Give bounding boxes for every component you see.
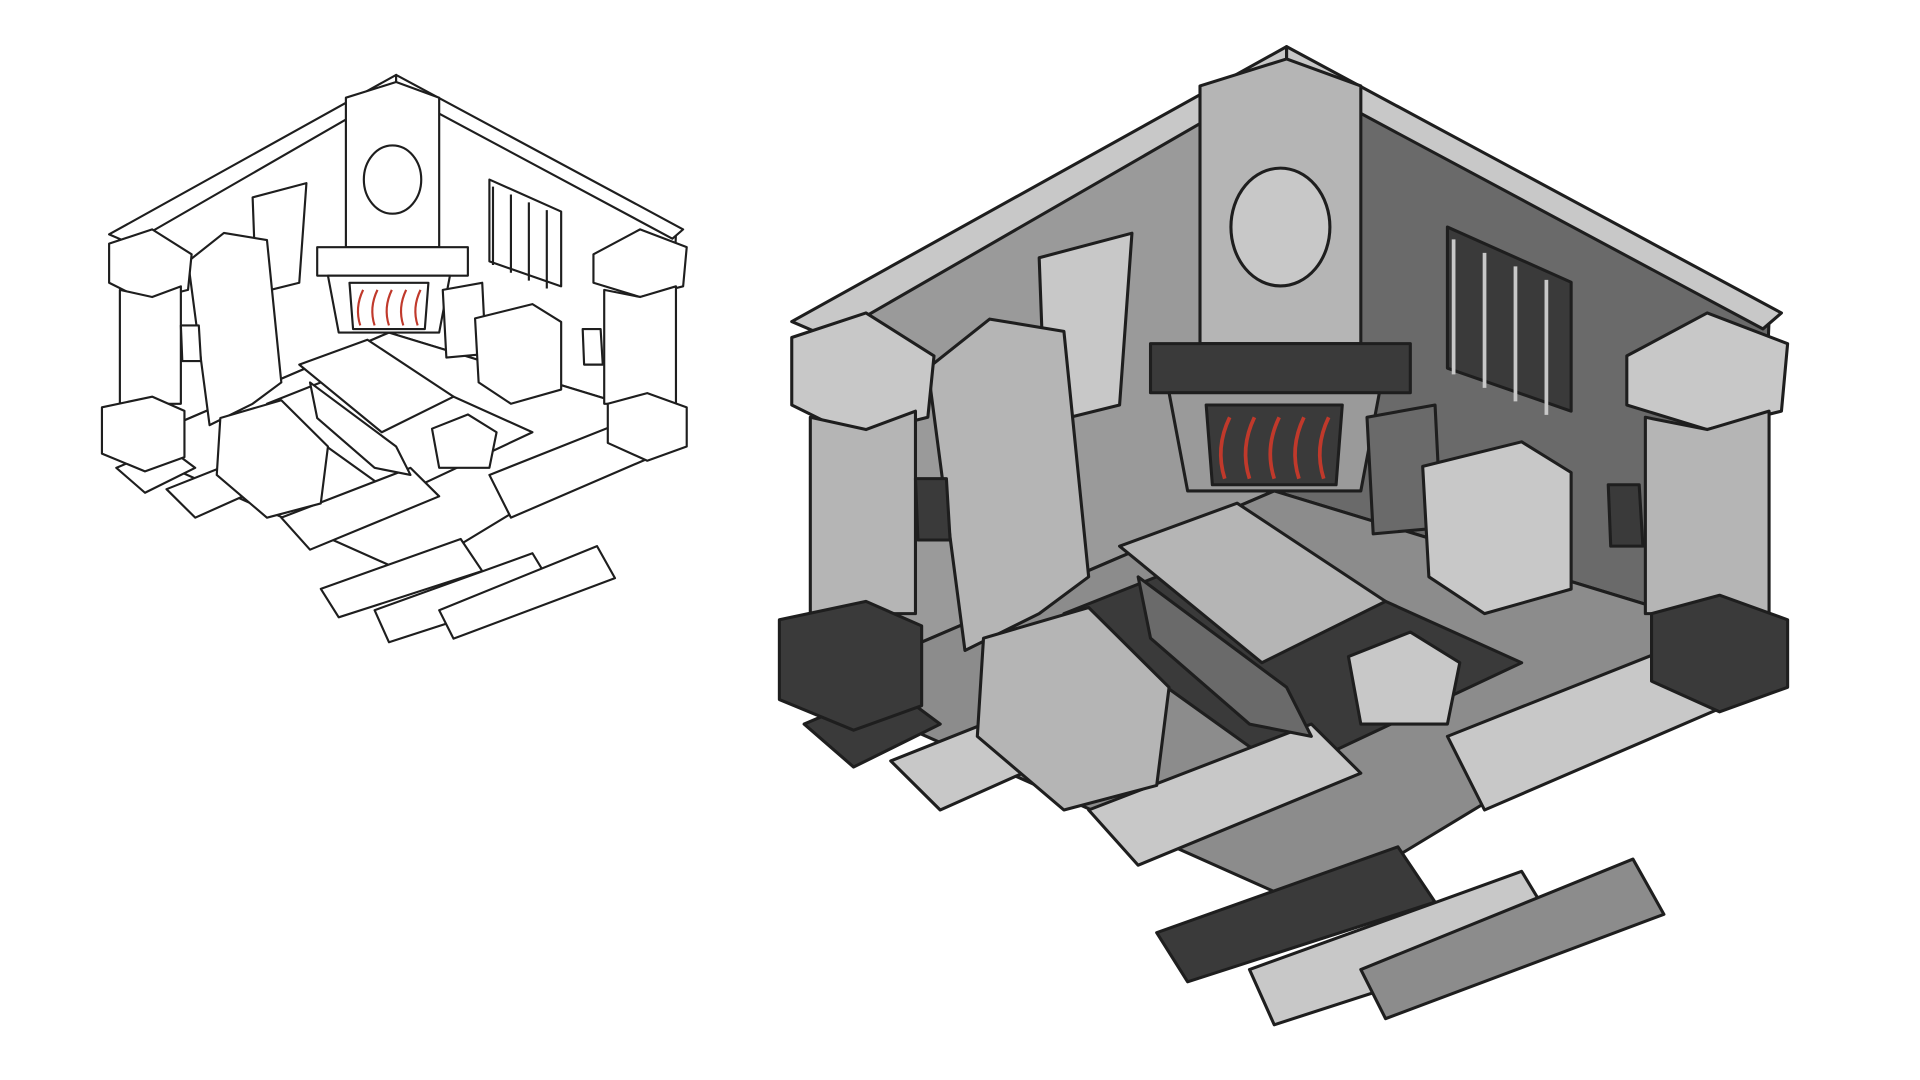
- fire-flame: [1317, 416, 1331, 480]
- fire-flame: [371, 289, 379, 326]
- right-lantern: [1606, 483, 1645, 548]
- table-legs: [308, 381, 412, 477]
- bookshelf-arch: [926, 317, 1091, 652]
- right-pillar-top: [1625, 311, 1790, 432]
- bookshelf-arch: [186, 231, 283, 427]
- lion-head-crest: [362, 144, 423, 215]
- left-pillar-base: [777, 599, 924, 732]
- left-pillar-column: [808, 409, 918, 616]
- left-lantern: [179, 324, 203, 363]
- left-pillar-top: [790, 311, 936, 438]
- mantel: [316, 246, 469, 277]
- right-pillar-column: [1643, 409, 1771, 616]
- step-3: [1359, 857, 1666, 1021]
- table-top: [1118, 501, 1388, 665]
- stool: [430, 413, 498, 469]
- lion-head-crest: [1229, 166, 1332, 288]
- plank-3: [280, 466, 441, 551]
- right-pillar-base: [1650, 593, 1790, 714]
- window: [1445, 225, 1573, 413]
- left-pillar-base: [100, 395, 186, 473]
- right-pillar-base: [606, 392, 688, 462]
- table-top: [298, 338, 455, 434]
- fire-flame: [1293, 416, 1306, 480]
- mantel: [1148, 342, 1412, 395]
- plank-3: [1087, 722, 1363, 867]
- left-pillar-column: [118, 285, 182, 405]
- right-lantern: [581, 327, 604, 366]
- fire-opening: [1204, 403, 1344, 487]
- stool: [1346, 630, 1462, 726]
- left-pillar-top: [108, 228, 193, 302]
- fire-flame: [1268, 416, 1281, 480]
- fire-flame: [399, 289, 408, 326]
- fire-flame: [356, 289, 365, 326]
- chest: [975, 605, 1171, 812]
- left-lantern: [913, 477, 952, 542]
- fire-flame: [385, 289, 393, 326]
- table-legs: [1136, 575, 1313, 738]
- window: [488, 178, 563, 288]
- right-pillar-top: [592, 228, 688, 299]
- chest: [215, 399, 330, 519]
- fire-flame: [1243, 416, 1257, 480]
- fire-opening: [348, 281, 430, 331]
- fire-flame: [1218, 416, 1232, 480]
- chair: [1421, 440, 1573, 616]
- right-pillar-column: [603, 285, 678, 405]
- step-3: [438, 545, 617, 640]
- fire-flame: [414, 289, 422, 326]
- line-art-room: [100, 73, 688, 644]
- grayscale-room: [777, 45, 1790, 1027]
- chair: [473, 303, 563, 405]
